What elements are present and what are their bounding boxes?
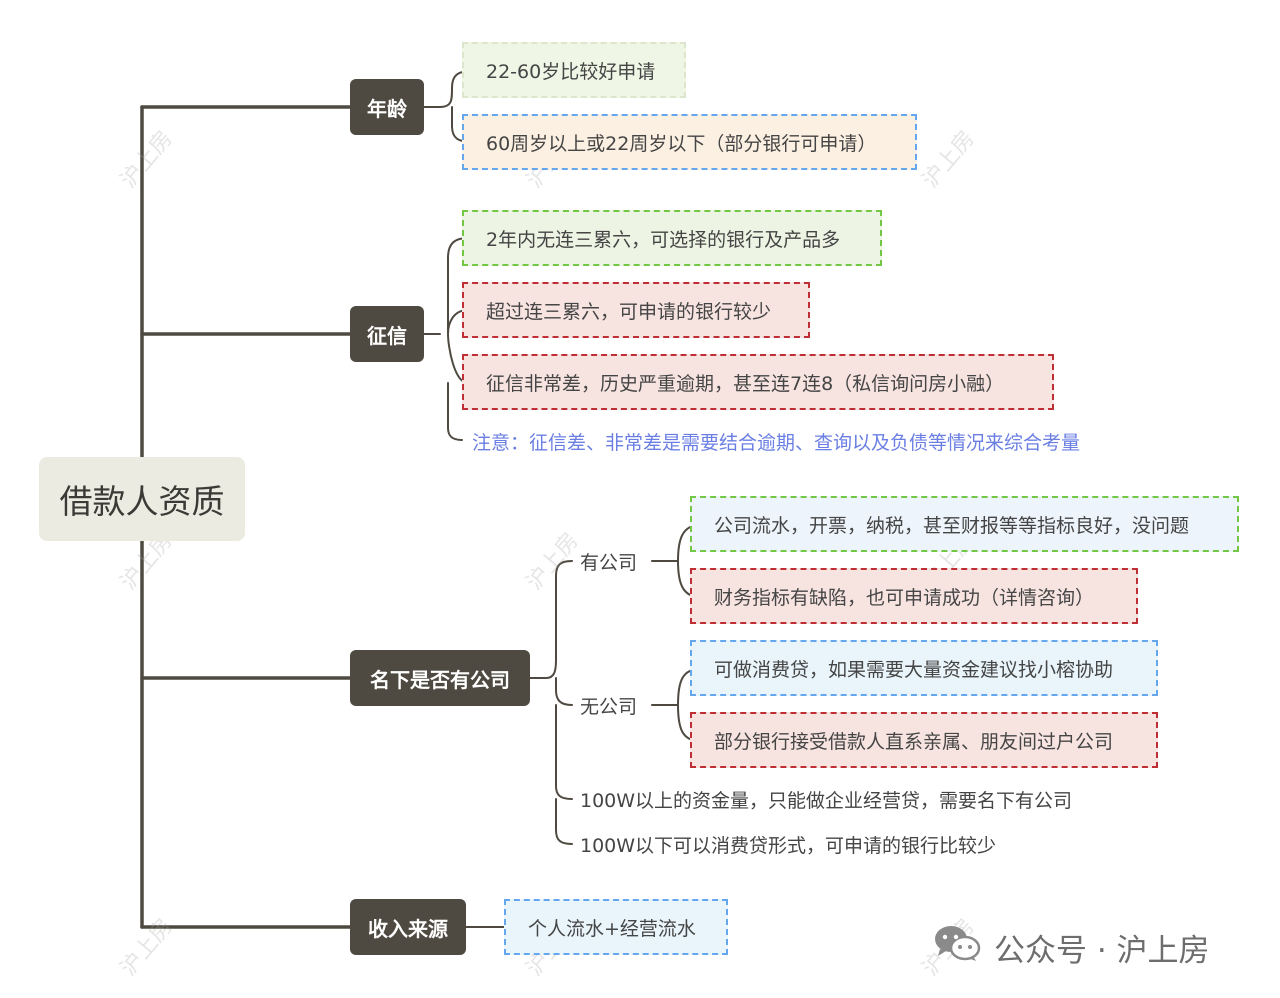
- no-company-item: 部分银行接受借款人直系亲属、朋友间过户公司: [690, 712, 1158, 768]
- root-node: 借款人资质: [39, 457, 245, 541]
- credit-note: 注意：征信差、非常差是需要结合逾期、查询以及负债等情况来综合考量: [472, 431, 1081, 454]
- category-income: 收入来源: [350, 899, 466, 955]
- category-credit: 征信: [350, 306, 424, 362]
- category-age: 年龄: [350, 79, 424, 135]
- has-company-item: 财务指标有缺陷，也可申请成功（详情咨询）: [690, 568, 1138, 624]
- no-company-item: 可做消费贷，如果需要大量资金建议找小榕协助: [690, 640, 1158, 696]
- credit-item: 征信非常差，历史严重逾期，甚至连7连8（私信询问房小融）: [462, 354, 1054, 410]
- credit-item: 2年内无连三累六，可选择的银行及产品多: [462, 210, 882, 266]
- credit-item: 超过连三累六，可申请的银行较少: [462, 282, 810, 338]
- no-company-label: 无公司: [580, 695, 638, 718]
- has-company-item: 公司流水，开票，纳税，甚至财报等等指标良好，没问题: [690, 496, 1239, 552]
- has-company-label: 有公司: [580, 551, 638, 574]
- footer-account: 公众号 · 沪上房: [932, 922, 1210, 972]
- company-note: 100W以下可以消费贷形式，可申请的银行比较少: [580, 834, 997, 857]
- wechat-icon: [932, 923, 982, 971]
- company-link: [529, 560, 573, 845]
- age-item: 60周岁以上或22周岁以下（部分银行可申请）: [462, 114, 917, 170]
- company-note: 100W以上的资金量，只能做企业经营贷，需要名下有公司: [580, 789, 1073, 812]
- age-link: [423, 70, 473, 143]
- age-item: 22-60岁比较好申请: [462, 42, 686, 98]
- credit-link: [423, 237, 469, 441]
- category-company: 名下是否有公司: [350, 650, 530, 706]
- footer-text: 公众号 · 沪上房: [994, 932, 1210, 969]
- income-item: 个人流水+经营流水: [504, 899, 728, 955]
